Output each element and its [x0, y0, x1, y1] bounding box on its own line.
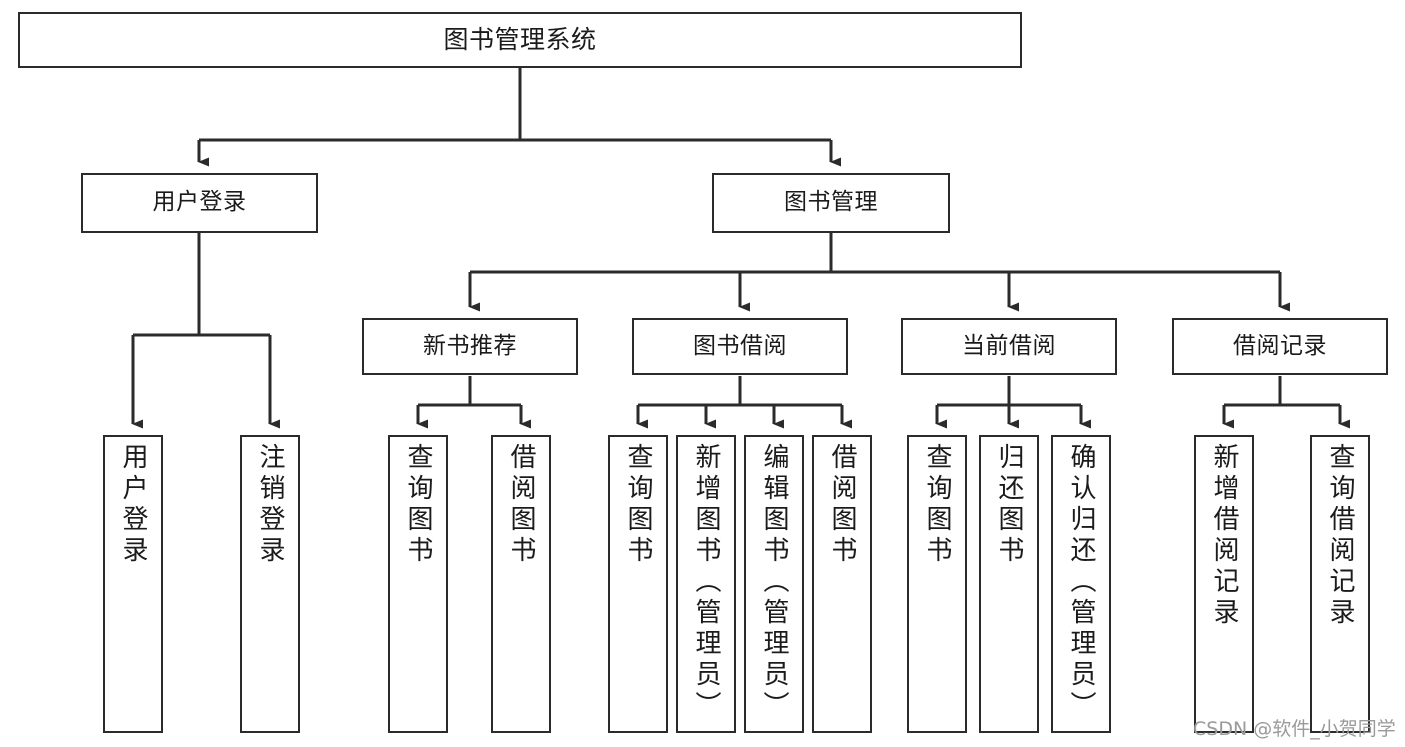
- node-user-login[interactable]: 用户登录: [81, 173, 318, 233]
- node-leaf-query-record-label: 查询借阅记录: [1325, 443, 1355, 629]
- node-root[interactable]: 图书管理系统: [18, 12, 1022, 68]
- node-leaf-confirm-return-label: 确认归还（管理员）: [1066, 443, 1096, 722]
- node-leaf-query-book-2-label: 查询图书: [623, 443, 653, 567]
- node-leaf-query-book-3-label: 查询图书: [922, 443, 952, 567]
- node-leaf-add-record[interactable]: 新增借阅记录: [1194, 435, 1254, 733]
- node-leaf-edit-book[interactable]: 编辑图书（管理员）: [744, 435, 804, 733]
- node-leaf-logout-label: 注销登录: [255, 443, 285, 567]
- node-leaf-borrow-book-2-label: 借阅图书: [827, 443, 857, 567]
- node-leaf-edit-book-label: 编辑图书（管理员）: [759, 443, 789, 722]
- node-leaf-logout[interactable]: 注销登录: [240, 435, 300, 733]
- node-book-manage-label: 图书管理: [784, 189, 878, 216]
- node-leaf-user-login[interactable]: 用户登录: [103, 435, 163, 733]
- node-leaf-confirm-return[interactable]: 确认归还（管理员）: [1051, 435, 1111, 733]
- node-leaf-borrow-book-1-label: 借阅图书: [506, 443, 536, 567]
- node-leaf-return-book[interactable]: 归还图书: [979, 435, 1039, 733]
- node-leaf-query-book-1-label: 查询图书: [403, 443, 433, 567]
- node-user-login-label: 用户登录: [152, 189, 247, 216]
- node-current-borrow-label: 当前借阅: [962, 332, 1056, 359]
- node-leaf-add-record-label: 新增借阅记录: [1209, 443, 1239, 629]
- node-leaf-query-book-1[interactable]: 查询图书: [388, 435, 448, 733]
- node-leaf-query-book-2[interactable]: 查询图书: [608, 435, 668, 733]
- node-leaf-user-login-label: 用户登录: [118, 443, 148, 567]
- node-leaf-borrow-book-2[interactable]: 借阅图书: [812, 435, 872, 733]
- node-borrow-record-label: 借阅记录: [1233, 332, 1327, 359]
- node-book-borrow[interactable]: 图书借阅: [632, 318, 848, 375]
- node-new-book-rec-label: 新书推荐: [423, 332, 517, 359]
- watermark-text: CSDN @软件_小贺同学: [1193, 718, 1396, 740]
- node-new-book-rec[interactable]: 新书推荐: [362, 318, 578, 375]
- node-leaf-add-book-label: 新增图书（管理员）: [691, 443, 721, 722]
- node-leaf-add-book[interactable]: 新增图书（管理员）: [676, 435, 736, 733]
- node-borrow-record[interactable]: 借阅记录: [1172, 318, 1388, 375]
- node-leaf-return-book-label: 归还图书: [994, 443, 1024, 567]
- node-book-borrow-label: 图书借阅: [693, 332, 787, 359]
- node-current-borrow[interactable]: 当前借阅: [901, 318, 1117, 375]
- node-root-label: 图书管理系统: [443, 25, 597, 55]
- node-leaf-query-book-3[interactable]: 查询图书: [907, 435, 967, 733]
- node-leaf-query-record[interactable]: 查询借阅记录: [1310, 435, 1370, 733]
- node-book-manage[interactable]: 图书管理: [712, 173, 950, 233]
- node-leaf-borrow-book-1[interactable]: 借阅图书: [491, 435, 551, 733]
